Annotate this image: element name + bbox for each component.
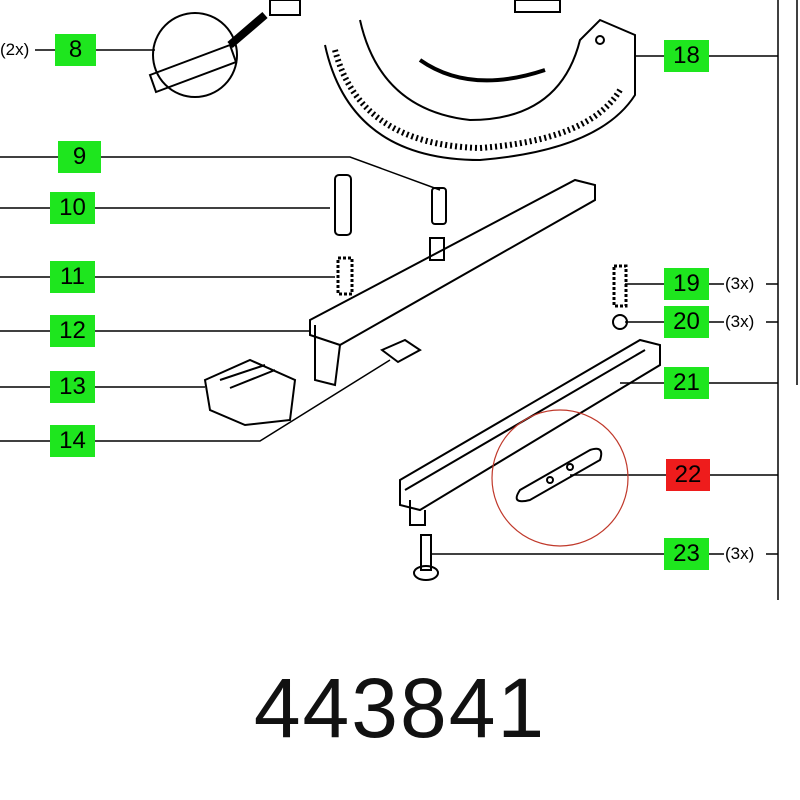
callout-10[interactable]: 10 [50, 192, 95, 224]
callout-20[interactable]: 20 [664, 306, 709, 338]
part-21-rail [399, 338, 661, 526]
part-20-ring [612, 314, 628, 330]
part-12-guide-bar [309, 178, 596, 387]
callout-8[interactable]: 8 [55, 34, 96, 66]
callout-9[interactable]: 9 [58, 141, 101, 173]
callout-14[interactable]: 14 [50, 425, 95, 457]
part-19-spring [612, 264, 628, 308]
callout-21[interactable]: 21 [664, 367, 709, 399]
part-9-screw [431, 187, 447, 225]
part-number: 443841 [253, 661, 547, 755]
qty-23: (3x) [725, 544, 755, 563]
callout-18[interactable]: 18 [664, 40, 709, 72]
part-22-plate [515, 447, 603, 503]
part-23-screw [413, 534, 439, 581]
part-8-knob [148, 11, 268, 98]
part-14-nut [380, 338, 422, 364]
part-18-protractor [269, 0, 636, 162]
callout-22-selected[interactable]: 22 [666, 459, 710, 491]
callout-23[interactable]: 23 [664, 538, 709, 570]
part-13-clamp [203, 358, 297, 427]
qty-20: (3x) [725, 312, 755, 331]
callout-11[interactable]: 11 [50, 261, 95, 293]
qty-8: (2x) [0, 40, 30, 59]
qty-19: (3x) [725, 274, 755, 293]
part-11-spring [336, 256, 354, 296]
callout-19[interactable]: 19 [664, 268, 709, 300]
callout-13[interactable]: 13 [50, 371, 95, 403]
callout-12[interactable]: 12 [50, 315, 95, 347]
part-10-pin [334, 174, 352, 236]
leader-lines [0, 0, 798, 600]
selection-highlight-circle [491, 409, 629, 547]
